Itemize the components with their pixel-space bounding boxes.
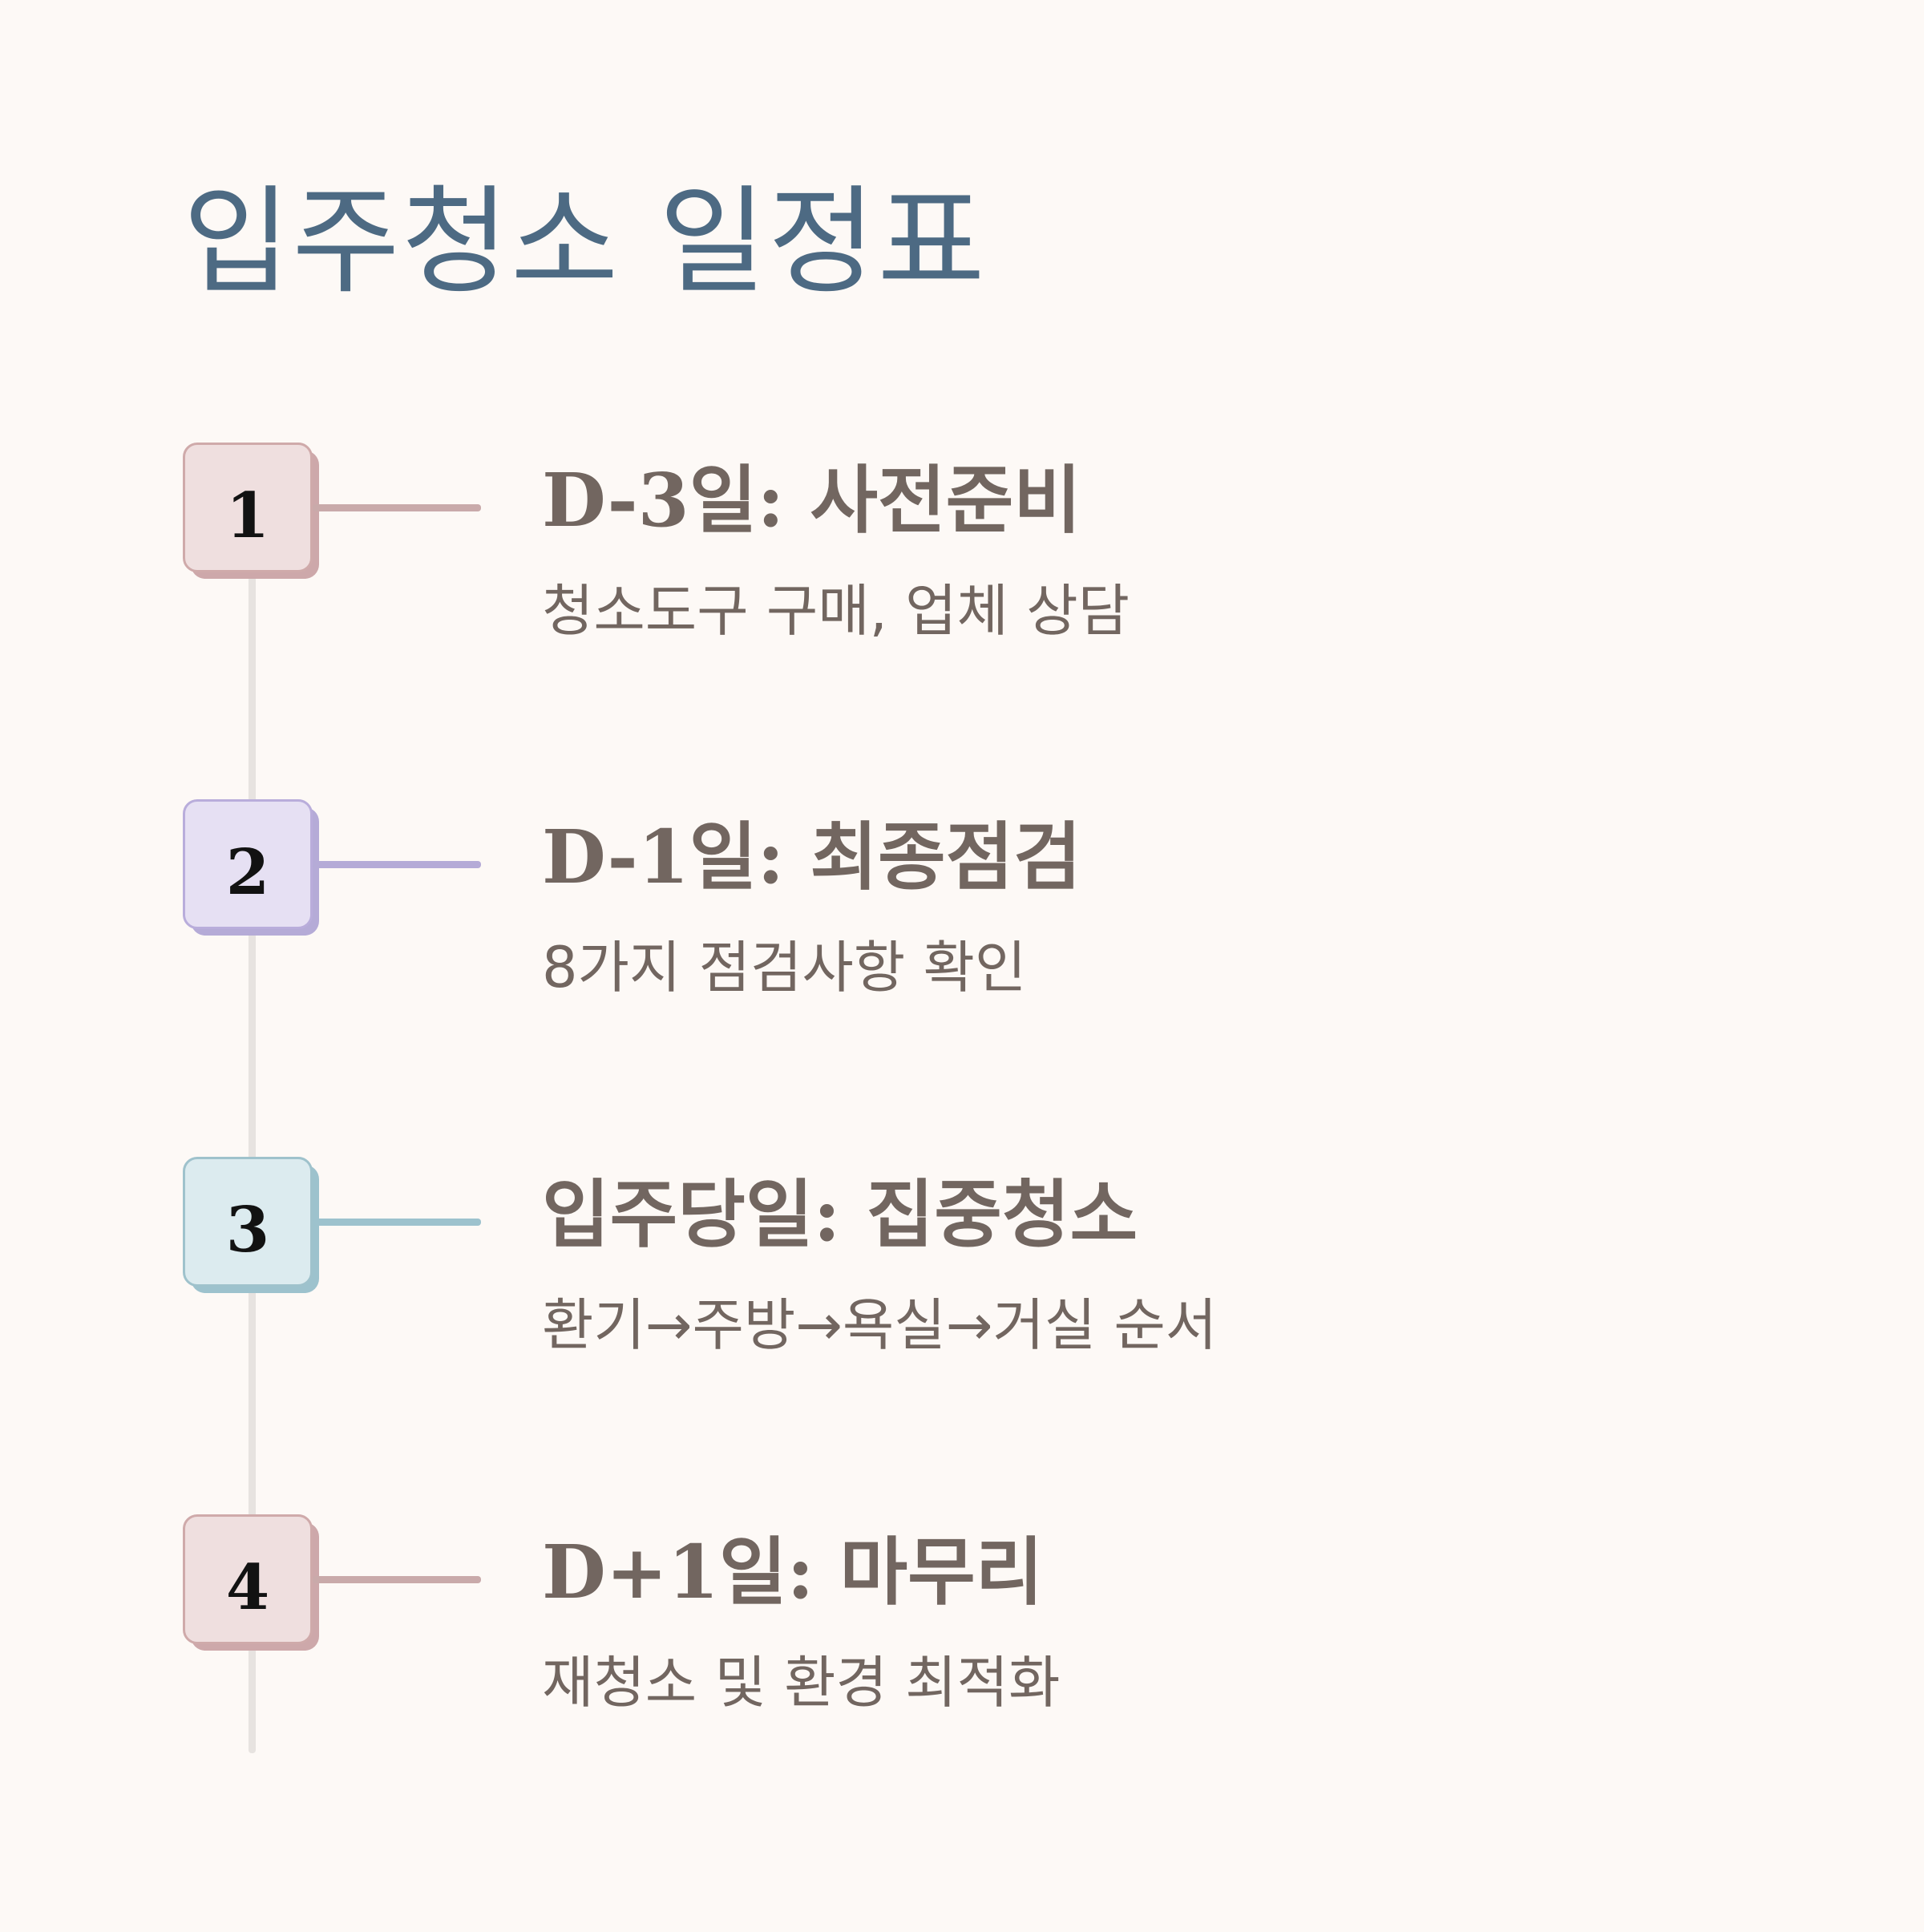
step-connector bbox=[313, 861, 481, 868]
page-title: 입주청소 일정표 bbox=[183, 174, 987, 310]
step-number-badge: 2 bbox=[183, 799, 313, 929]
step-description: 환기→주방→욕실→거실 순서 bbox=[542, 1292, 1218, 1358]
step-title: 입주당일: 집중청소 bbox=[542, 1171, 1138, 1258]
timeline-step-1: 1 D-3일: 사전준비 청소도구 구매, 업체 상담 bbox=[183, 443, 1866, 683]
step-title: D-3일: 사전준비 bbox=[542, 457, 1081, 544]
step-title: D-1일: 최종점검 bbox=[542, 814, 1081, 900]
step-description: 청소도구 구매, 업체 상담 bbox=[542, 578, 1130, 644]
step-connector bbox=[313, 504, 481, 511]
step-title: D+1일: 마무리 bbox=[542, 1529, 1044, 1615]
step-number-badge: 1 bbox=[183, 443, 313, 572]
timeline-step-2: 2 D-1일: 최종점검 8가지 점검사항 확인 bbox=[183, 799, 1866, 1040]
step-connector bbox=[313, 1576, 481, 1583]
timeline-step-4: 4 D+1일: 마무리 재청소 및 환경 최적화 bbox=[183, 1514, 1866, 1755]
step-description: 8가지 점검사항 확인 bbox=[542, 935, 1027, 1000]
timeline-step-3: 3 입주당일: 집중청소 환기→주방→욕실→거실 순서 bbox=[183, 1157, 1866, 1397]
step-description: 재청소 및 환경 최적화 bbox=[542, 1650, 1061, 1716]
step-connector bbox=[313, 1219, 481, 1226]
step-number-badge: 4 bbox=[183, 1514, 313, 1644]
step-number-badge: 3 bbox=[183, 1157, 313, 1287]
